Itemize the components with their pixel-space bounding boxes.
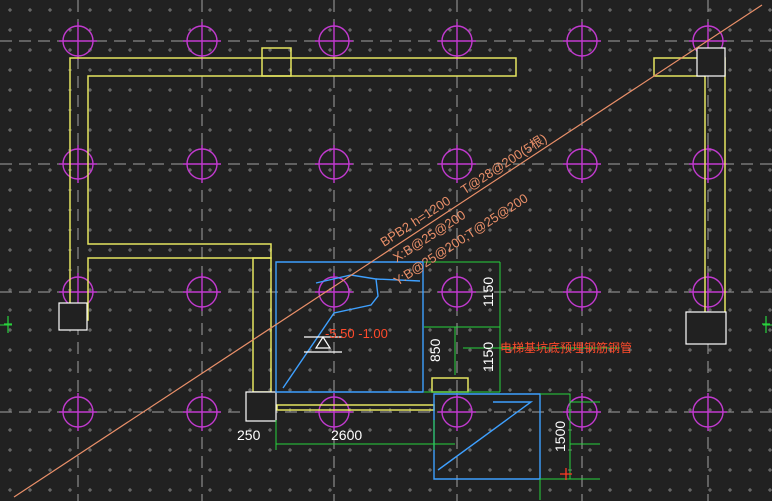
- dimension-1500-label: 1500: [552, 421, 568, 452]
- diagonal-leader-line: [13, 4, 763, 498]
- corner-markers: [4, 316, 770, 480]
- section-elevation-label: -5.50 -1.00: [325, 326, 388, 341]
- dimension-1150-upper-label: 1150: [480, 277, 496, 307]
- dimension-1150-lower-label: 1150: [480, 342, 496, 372]
- column-boxes: [58, 47, 727, 422]
- dimension-250-label: 250: [237, 427, 261, 443]
- vertical-dimension-labels: 1150 850 1150 1500: [427, 277, 568, 452]
- dimension-lines-green: [0, 261, 772, 500]
- pile-circles: [59, 22, 727, 431]
- elevator-note-label: 电梯基坑底预埋钢筋钢管: [500, 340, 632, 355]
- dimension-2600-label: 2600: [331, 427, 362, 443]
- elevation-marker: -5.50 -1.00: [304, 326, 388, 353]
- dimension-850-label: 850: [427, 338, 443, 362]
